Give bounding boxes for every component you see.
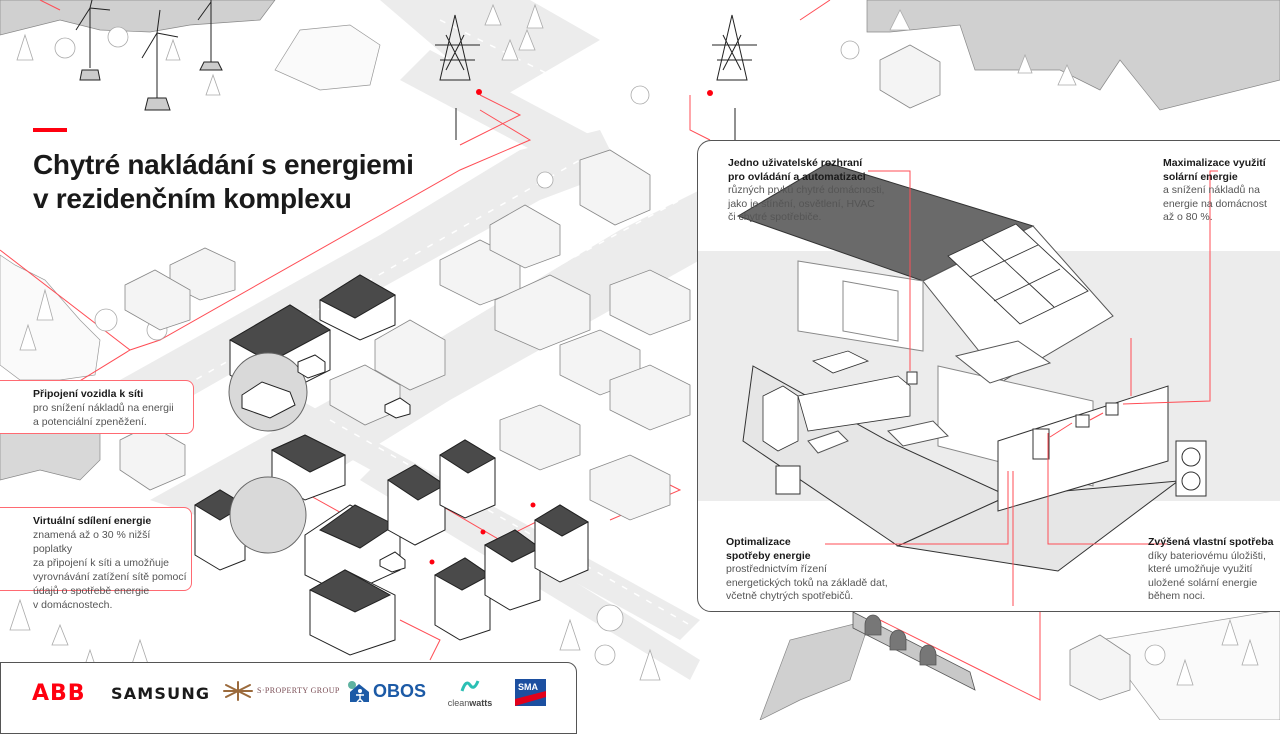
house-icon — [119, 44, 1131, 701]
cleanwatts-text-a: clean — [447, 698, 470, 708]
page-title: Chytré nakládání s energiemi v rezidenčn… — [33, 148, 414, 216]
car-icon — [241, 354, 411, 573]
callout-single-interface: Jedno uživatelské rozhraní pro ovládání … — [728, 157, 884, 225]
callout-heading: Zvýšená vlastní spotřeba — [1148, 536, 1274, 548]
obos-logo: OBOS — [347, 680, 426, 707]
heat-pump-icon — [1175, 440, 1207, 497]
callout-text: a snížení nákladů na — [1163, 184, 1260, 196]
house-detail-panel: Jedno uživatelské rozhraní pro ovládání … — [697, 140, 1280, 612]
partner-logos-bar: ABB SAMSUNG S·PROPERTY GROUP OBOS cleanw… — [0, 662, 577, 734]
inverter-icon — [1075, 414, 1090, 428]
desk-icon — [807, 430, 849, 454]
callout-text: které umožňuje využití — [1148, 563, 1253, 575]
callout-text: vyrovnávání zatížení sítě pomocí — [33, 571, 187, 583]
sproperty-group-logo: S·PROPERTY GROUP — [223, 681, 339, 706]
callout-virtual-energy-sharing: Virtuální sdílení energie znamená až o 3… — [0, 507, 192, 611]
bed-icon — [954, 340, 1052, 384]
title-accent-bar — [33, 128, 67, 132]
energy-manager-icon — [1105, 402, 1119, 416]
battery-icon — [1032, 428, 1050, 460]
callout-heading: spotřeby energie — [726, 549, 811, 562]
callout-text: během noci. — [1148, 590, 1206, 602]
kitchen — [762, 350, 911, 452]
callout-vehicle-to-grid: Připojení vozidla k síti pro snížení nák… — [0, 380, 194, 434]
callout-text: či chytré spotřebiče. — [728, 211, 822, 223]
samsung-logo: SAMSUNG — [111, 684, 211, 703]
callout-text: pro snížení nákladů na energii — [33, 402, 174, 414]
callout-text: různých prvků chytré domácnosti, — [728, 184, 885, 196]
callout-text: prostřednictvím řízení — [726, 563, 827, 575]
callout-heading: Maximalizace využití — [1163, 157, 1266, 169]
solar-panel-icon — [947, 223, 1089, 325]
callout-energy-optimization: Optimalizace spotřeby energie prostředni… — [726, 536, 888, 604]
callout-text: díky bateriovému úložišti, — [1148, 549, 1266, 562]
flower-icon — [223, 681, 253, 701]
callout-text: uložené solární energie — [1148, 576, 1258, 589]
obos-text: OBOS — [373, 681, 427, 701]
cleanwatts-icon — [460, 680, 480, 692]
smart-houses — [194, 274, 590, 656]
callout-text: energie na domácnost — [1163, 197, 1267, 210]
callout-heading: solární energie — [1163, 170, 1238, 183]
bridge — [852, 611, 976, 691]
callout-text: včetně chytrých spotřebičů. — [726, 590, 854, 602]
smart-panel-icon — [906, 371, 918, 385]
sma-logo: SMA — [515, 679, 546, 706]
obos-house-icon — [348, 681, 369, 703]
callout-text: energetických toků na základě dat, — [726, 576, 888, 589]
callout-text: údajů o spotřebě energie — [33, 585, 150, 597]
callout-heading: Jedno uživatelské rozhraní — [728, 157, 863, 169]
cleanwatts-text: cleanwatts — [445, 698, 495, 708]
callout-text: až o 80 %. — [1163, 211, 1213, 223]
dining-table-icon — [887, 420, 949, 447]
callout-heading: pro ovládání a automatizaci — [728, 170, 866, 183]
sma-icon: SMA — [515, 679, 546, 706]
wind-turbine-icon — [75, 0, 223, 111]
callout-heading: Virtuální sdílení energie — [33, 515, 152, 527]
callout-text: jako je stínění, osvětlení, HVAC — [728, 197, 875, 210]
house-cutaway-illustration — [698, 162, 1280, 606]
callout-heading: Optimalizace — [726, 536, 791, 548]
callout-text: v domácnostech. — [33, 599, 113, 611]
sproperty-text: S·PROPERTY GROUP — [257, 686, 340, 695]
grid-zoom-circle — [229, 476, 307, 554]
fridge-icon — [762, 385, 799, 452]
callout-self-consumption: Zvýšená vlastní spotřeba díky bateriovém… — [1148, 536, 1273, 604]
callout-heading: Připojení vozidla k síti — [33, 388, 144, 400]
sma-text: SMA — [518, 682, 539, 692]
cleanwatts-text-b: watts — [469, 698, 493, 708]
washing-machine-icon — [775, 465, 801, 495]
callout-solar-maximization: Maximalizace využití solární energie a s… — [1163, 157, 1267, 225]
callout-text: za připojení k síti a umožňuje — [33, 557, 169, 569]
callout-text: znamená až o 30 % nižší poplatky — [33, 529, 151, 555]
callout-text: a potenciální zpeněžení. — [33, 416, 147, 428]
cleanwatts-logo: cleanwatts — [445, 679, 495, 708]
power-pylon-icon — [435, 14, 757, 140]
abb-logo: ABB — [32, 681, 86, 706]
title-line-1: Chytré nakládání s energiemi — [33, 149, 414, 180]
callout-leader-lines — [825, 170, 1218, 606]
title-line-2: v rezidenčním komplexu — [33, 183, 352, 214]
